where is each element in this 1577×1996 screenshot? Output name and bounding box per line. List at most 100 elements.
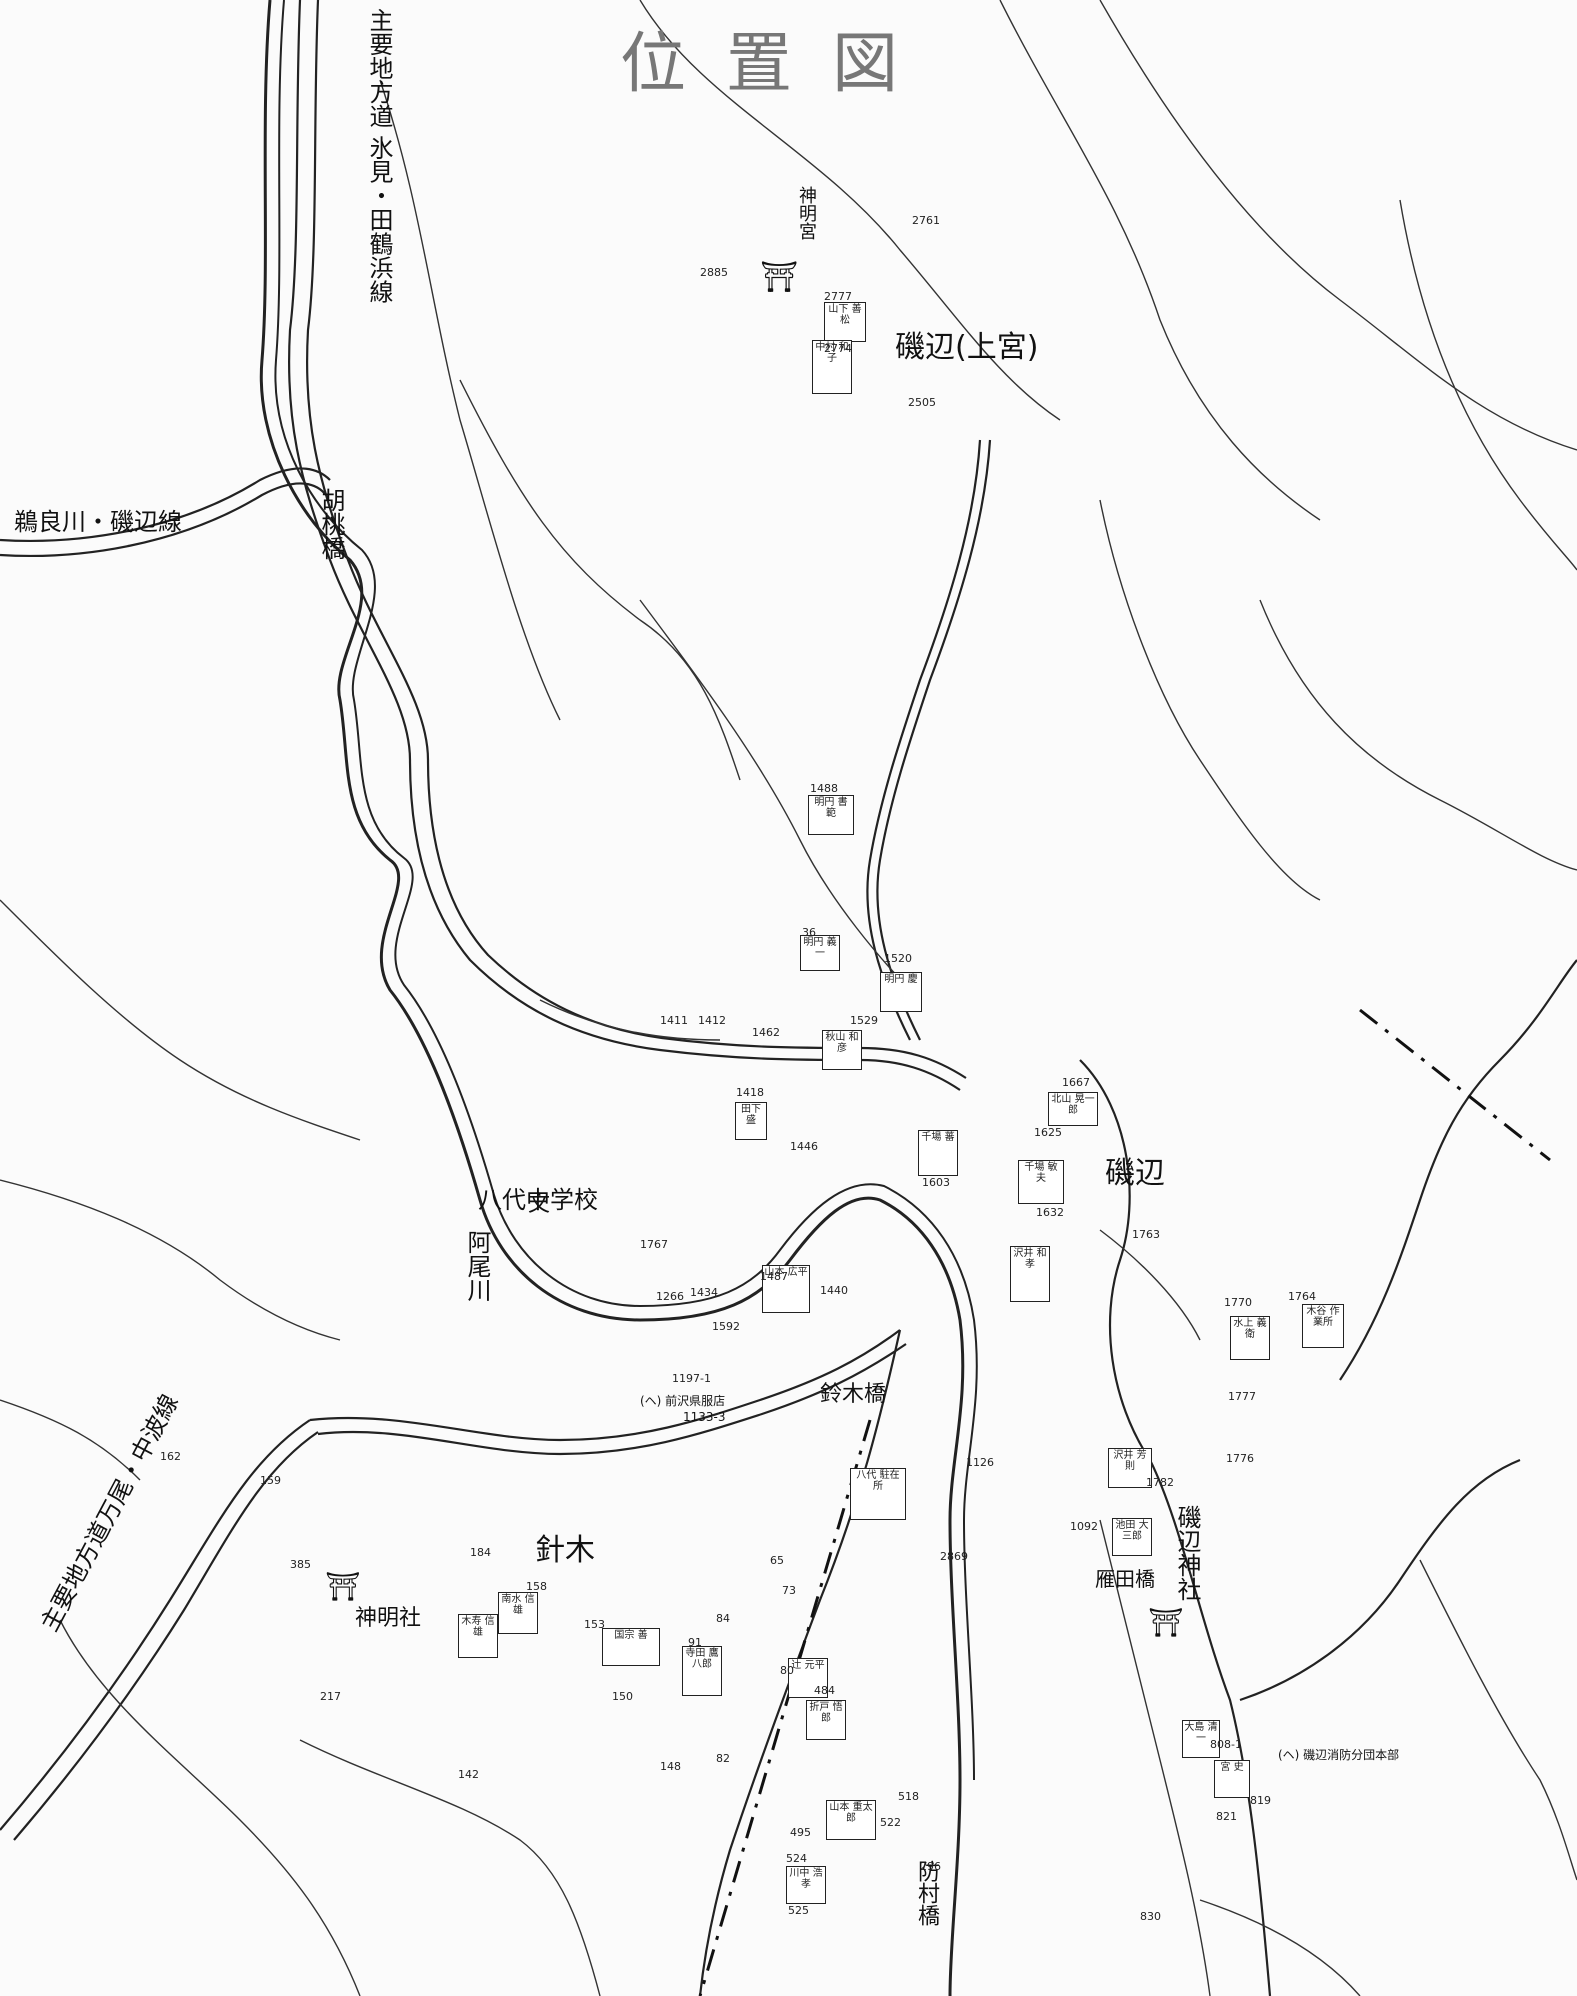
lot-number: 1520 <box>884 952 912 965</box>
road-kamimiya-2 <box>876 439 992 1041</box>
lot-number: 1462 <box>752 1026 780 1039</box>
parcel: 沢井 和孝 <box>1010 1246 1050 1302</box>
parcel: 木寿 信雄 <box>458 1614 498 1658</box>
label-river-ao: 阿尾川 <box>463 1230 491 1302</box>
torii-icon: ⛩ <box>760 260 799 295</box>
parcel: 山下 善松 <box>824 302 866 342</box>
parcel: 水上 義衛 <box>1230 1316 1270 1360</box>
road-manao-2 <box>13 1431 319 1841</box>
lot-number: 296 <box>920 1860 941 1873</box>
label-yashiro-jhs: 八代中学校 <box>478 1186 598 1214</box>
map-title: 位置図 <box>620 25 938 102</box>
label-bomura-bridge: 防村橋 <box>914 1860 939 1926</box>
lot-number: 36 <box>802 926 816 939</box>
torii-icon: ⛩ <box>325 1570 361 1603</box>
parcel: 明円 書範 <box>808 795 854 835</box>
parcel: 明円 慶 <box>880 972 922 1012</box>
lot-number: 1770 <box>1224 1296 1252 1309</box>
lot-number: 1446 <box>790 1140 818 1153</box>
lot-number: 1440 <box>820 1284 848 1297</box>
boundary-line-2 <box>698 1419 872 1996</box>
label-kurumi-bridge: 胡桃橋 <box>317 488 345 560</box>
lot-number: 91 <box>688 1636 702 1649</box>
label-kanazawa-shop: (ヘ) 前沢県服店 <box>640 1394 726 1408</box>
boundary-line <box>1359 1008 1551 1162</box>
parcel: 八代 駐在所 <box>850 1468 906 1520</box>
lot-number: 2885 <box>700 266 728 279</box>
parcel: 木谷 作業所 <box>1302 1304 1344 1348</box>
road-east-2 <box>1339 959 1577 1381</box>
parcel: 千場 敏夫 <box>1018 1160 1064 1204</box>
lot-number: 153 <box>584 1618 605 1631</box>
parcel: 寺田 鷹八郎 <box>682 1646 722 1696</box>
lot-number: 1418 <box>736 1086 764 1099</box>
lot-number: 1092 <box>1070 1520 1098 1533</box>
road-hariki <box>309 1329 901 1442</box>
lot-number: 65 <box>770 1554 784 1567</box>
label-isobe: 磯辺 <box>1105 1156 1165 1191</box>
parcel: 中村 和子 <box>812 340 852 394</box>
label-karita-bridge: 雁田橋 <box>1095 1567 1155 1591</box>
lot-number: 2761 <box>912 214 940 227</box>
label-shinmei-shrine: 神明社 <box>355 1606 422 1631</box>
lot-number: 1412 <box>698 1014 726 1027</box>
label-kanazawa-no: 1133-3 <box>683 1410 726 1424</box>
torii-icon: ⛩ <box>1148 1606 1184 1639</box>
parcel: 池田 大三郎 <box>1112 1518 1152 1556</box>
parcel: 川中 浩孝 <box>786 1866 826 1904</box>
lot-number: 1764 <box>1288 1290 1316 1303</box>
lot-number: 525 <box>788 1904 809 1917</box>
lot-number: 1767 <box>640 1238 668 1251</box>
river-ao <box>259 0 965 1996</box>
main-road-north <box>287 0 961 1091</box>
parcel: 田下 盛 <box>735 1102 767 1140</box>
lot-number: 808-1 <box>1210 1738 1242 1751</box>
parcel: 千場 蕃 <box>918 1130 958 1176</box>
label-route-tara-isobe: 鵜良川・磯辺線 <box>14 508 182 536</box>
parcel: 宮 史 <box>1214 1760 1250 1798</box>
river-ao-2 <box>274 0 978 1781</box>
lot-number: 1434 <box>690 1286 718 1299</box>
lot-number: 148 <box>660 1760 681 1773</box>
lot-number: 73 <box>782 1584 796 1597</box>
lot-number: 484 <box>814 1684 835 1697</box>
school-icon: 文 <box>528 1192 551 1217</box>
lot-number: 1625 <box>1034 1126 1062 1139</box>
road-south <box>698 1329 902 1996</box>
road-tara-2 <box>0 482 327 558</box>
lot-number: 522 <box>880 1816 901 1829</box>
parcel: 国宗 善 <box>602 1628 660 1666</box>
parcel: 秋山 和彦 <box>822 1030 862 1070</box>
lot-number: 518 <box>898 1790 919 1803</box>
parcel: 大島 清一 <box>1182 1720 1220 1758</box>
label-hariki: 針木 <box>535 1533 595 1568</box>
label-fire-station: (ヘ) 磯辺消防分団本部 <box>1278 1748 1400 1762</box>
lot-number: 524 <box>786 1852 807 1865</box>
label-suzuki-bridge: 鈴木橋 <box>820 1382 887 1407</box>
road-kamimiya <box>866 439 982 1041</box>
parcel: 沢井 芳則 <box>1108 1448 1152 1488</box>
lot-number: 1488 <box>810 782 838 795</box>
lot-number: 2777 <box>824 290 852 303</box>
lot-number: 150 <box>612 1690 633 1703</box>
lot-number: 1632 <box>1036 1206 1064 1219</box>
parcel: 折戸 悟郎 <box>806 1700 846 1740</box>
lot-number: 142 <box>458 1768 479 1781</box>
lot-number: 159 <box>260 1474 281 1487</box>
parcel: 北山 晃一郎 <box>1048 1092 1098 1126</box>
lot-number: 1776 <box>1226 1452 1254 1465</box>
lot-number: 1529 <box>850 1014 878 1027</box>
lot-number: 2505 <box>908 396 936 409</box>
lot-number: 80 <box>780 1664 794 1677</box>
label-shinmeigu: 神明宮 <box>796 186 817 240</box>
lot-number: 158 <box>526 1580 547 1593</box>
lot-number: 1763 <box>1132 1228 1160 1241</box>
lot-number: 217 <box>320 1690 341 1703</box>
lot-number: 1592 <box>712 1320 740 1333</box>
lot-number: 84 <box>716 1612 730 1625</box>
lot-number: 1782 <box>1146 1476 1174 1489</box>
lot-number: 1197-1 <box>672 1372 711 1385</box>
lot-number: 1667 <box>1062 1076 1090 1089</box>
